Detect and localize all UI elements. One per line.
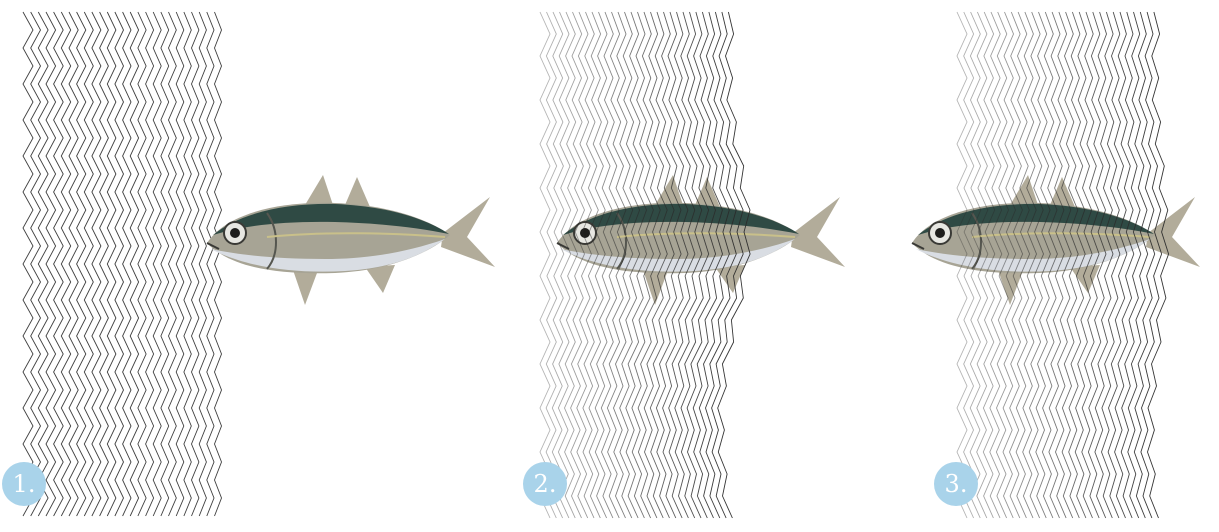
panel-1: 1.: [0, 0, 500, 532]
panel-1-drawing: [0, 0, 500, 532]
step-2-badge: 2.: [523, 462, 567, 506]
step-2-label: 2.: [534, 470, 557, 498]
gillnet-mesh: [23, 12, 222, 516]
step-3-label: 3.: [945, 470, 968, 498]
panel-2-drawing: [520, 0, 870, 532]
step-1-badge: 1.: [2, 462, 46, 506]
step-3-badge: 3.: [934, 462, 978, 506]
panel-3-drawing: [900, 0, 1219, 532]
panel-3: 3.: [900, 0, 1219, 532]
fish: [207, 175, 495, 305]
step-1-label: 1.: [13, 470, 36, 498]
panel-2: 2.: [520, 0, 870, 532]
